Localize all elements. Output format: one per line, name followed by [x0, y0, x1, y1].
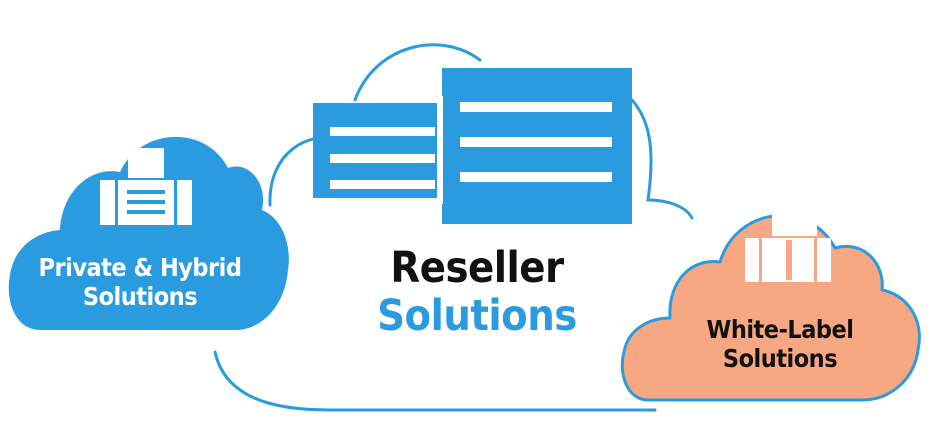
- reseller-label-line2: Solutions: [377, 291, 577, 342]
- boxes-icon: [745, 200, 831, 282]
- white-label-label: White-Label Solutions: [660, 315, 900, 374]
- private-cloud-shape: [8, 136, 289, 330]
- white-label-line2: Solutions: [722, 343, 838, 373]
- private-cloud: [8, 136, 289, 330]
- private-hybrid-label: Private & Hybrid Solutions: [22, 253, 258, 312]
- white-label-cloud: [620, 200, 921, 402]
- server-icon: [100, 148, 192, 225]
- private-label-line1: Private & Hybrid: [38, 253, 242, 282]
- private-label-line2: Solutions: [82, 281, 198, 311]
- white-label-line1: White-Label: [706, 315, 854, 344]
- reseller-label-line1: Reseller: [390, 243, 564, 293]
- reseller-label: Reseller Solutions: [332, 244, 622, 340]
- documents-icon: [313, 68, 632, 224]
